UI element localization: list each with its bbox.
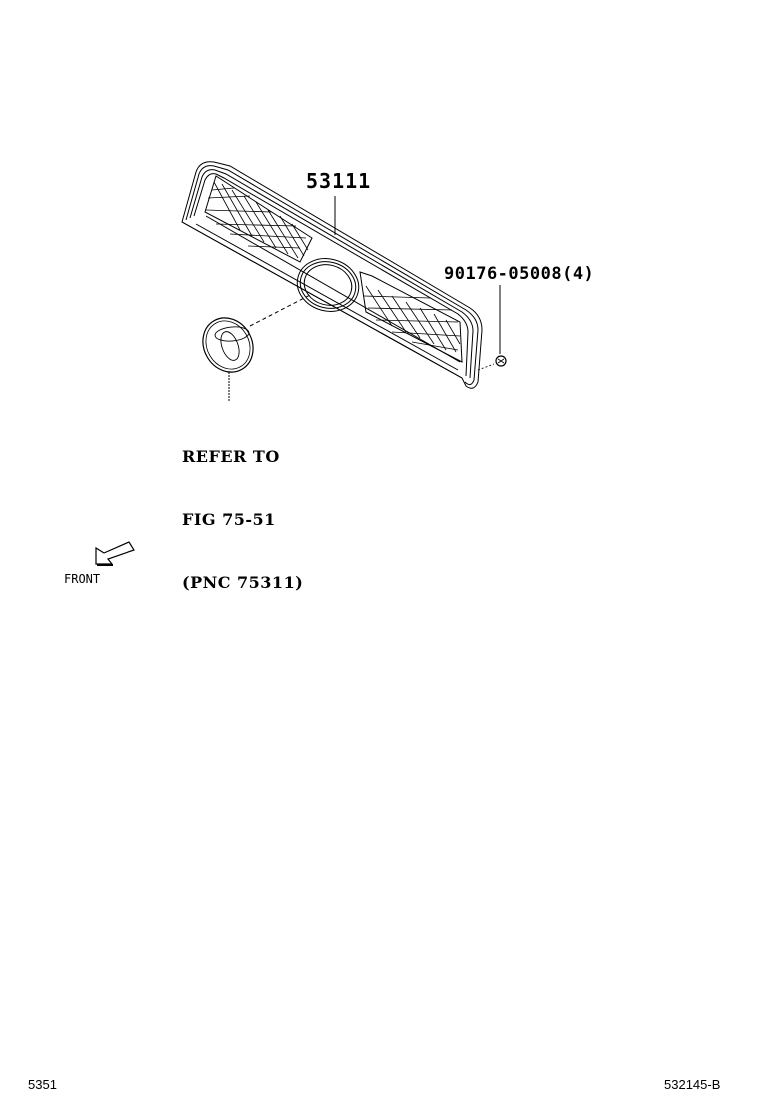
mesh-right — [363, 285, 461, 353]
emblem-reference-note: REFER TO FIG 75-51 (PNC 75311) — [182, 404, 303, 614]
note-line-2: FIG 75-51 — [182, 510, 276, 529]
note-line-3: (PNC 75311) — [182, 573, 304, 592]
toyota-emblem-drawing — [202, 293, 313, 402]
radiator-grille-drawing — [181, 161, 483, 389]
footer-right-code: 532145-B — [664, 1077, 721, 1092]
part-number-clip: 90176-05008(4) — [444, 264, 595, 284]
arrow-down-left-icon — [95, 541, 135, 566]
front-orientation-label: FRONT — [64, 572, 101, 586]
clip-drawing — [477, 285, 507, 371]
footer-left-code: 5351 — [28, 1077, 57, 1092]
mesh-left — [205, 181, 309, 259]
note-line-1: REFER TO — [182, 447, 280, 466]
part-number-grille: 53111 — [306, 169, 372, 193]
